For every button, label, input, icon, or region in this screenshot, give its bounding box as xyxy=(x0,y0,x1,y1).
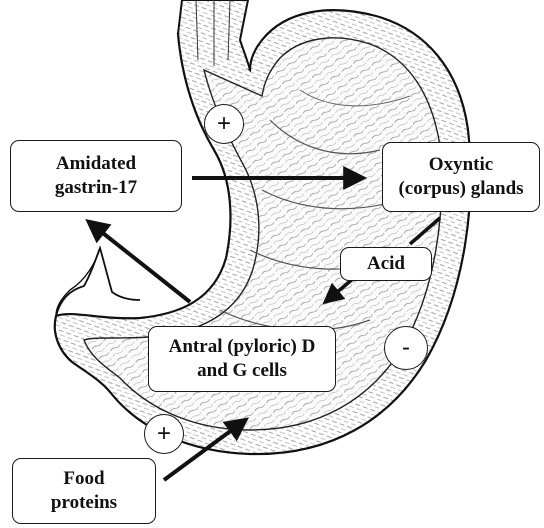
stimulation-sign-bottom: + xyxy=(144,414,184,454)
antral-cells-box: Antral (pyloric) D and G cells xyxy=(148,326,336,392)
arrow-antral-to-gastrin xyxy=(94,226,190,302)
oxyntic-glands-box: Oxyntic (corpus) glands xyxy=(382,142,540,212)
food-proteins-box: Food proteins xyxy=(12,458,156,524)
stimulation-sign-top: + xyxy=(204,104,244,144)
acid-box: Acid xyxy=(340,247,432,281)
inhibition-sign-right: - xyxy=(384,326,428,370)
gastrin-box: Amidated gastrin-17 xyxy=(10,140,182,212)
